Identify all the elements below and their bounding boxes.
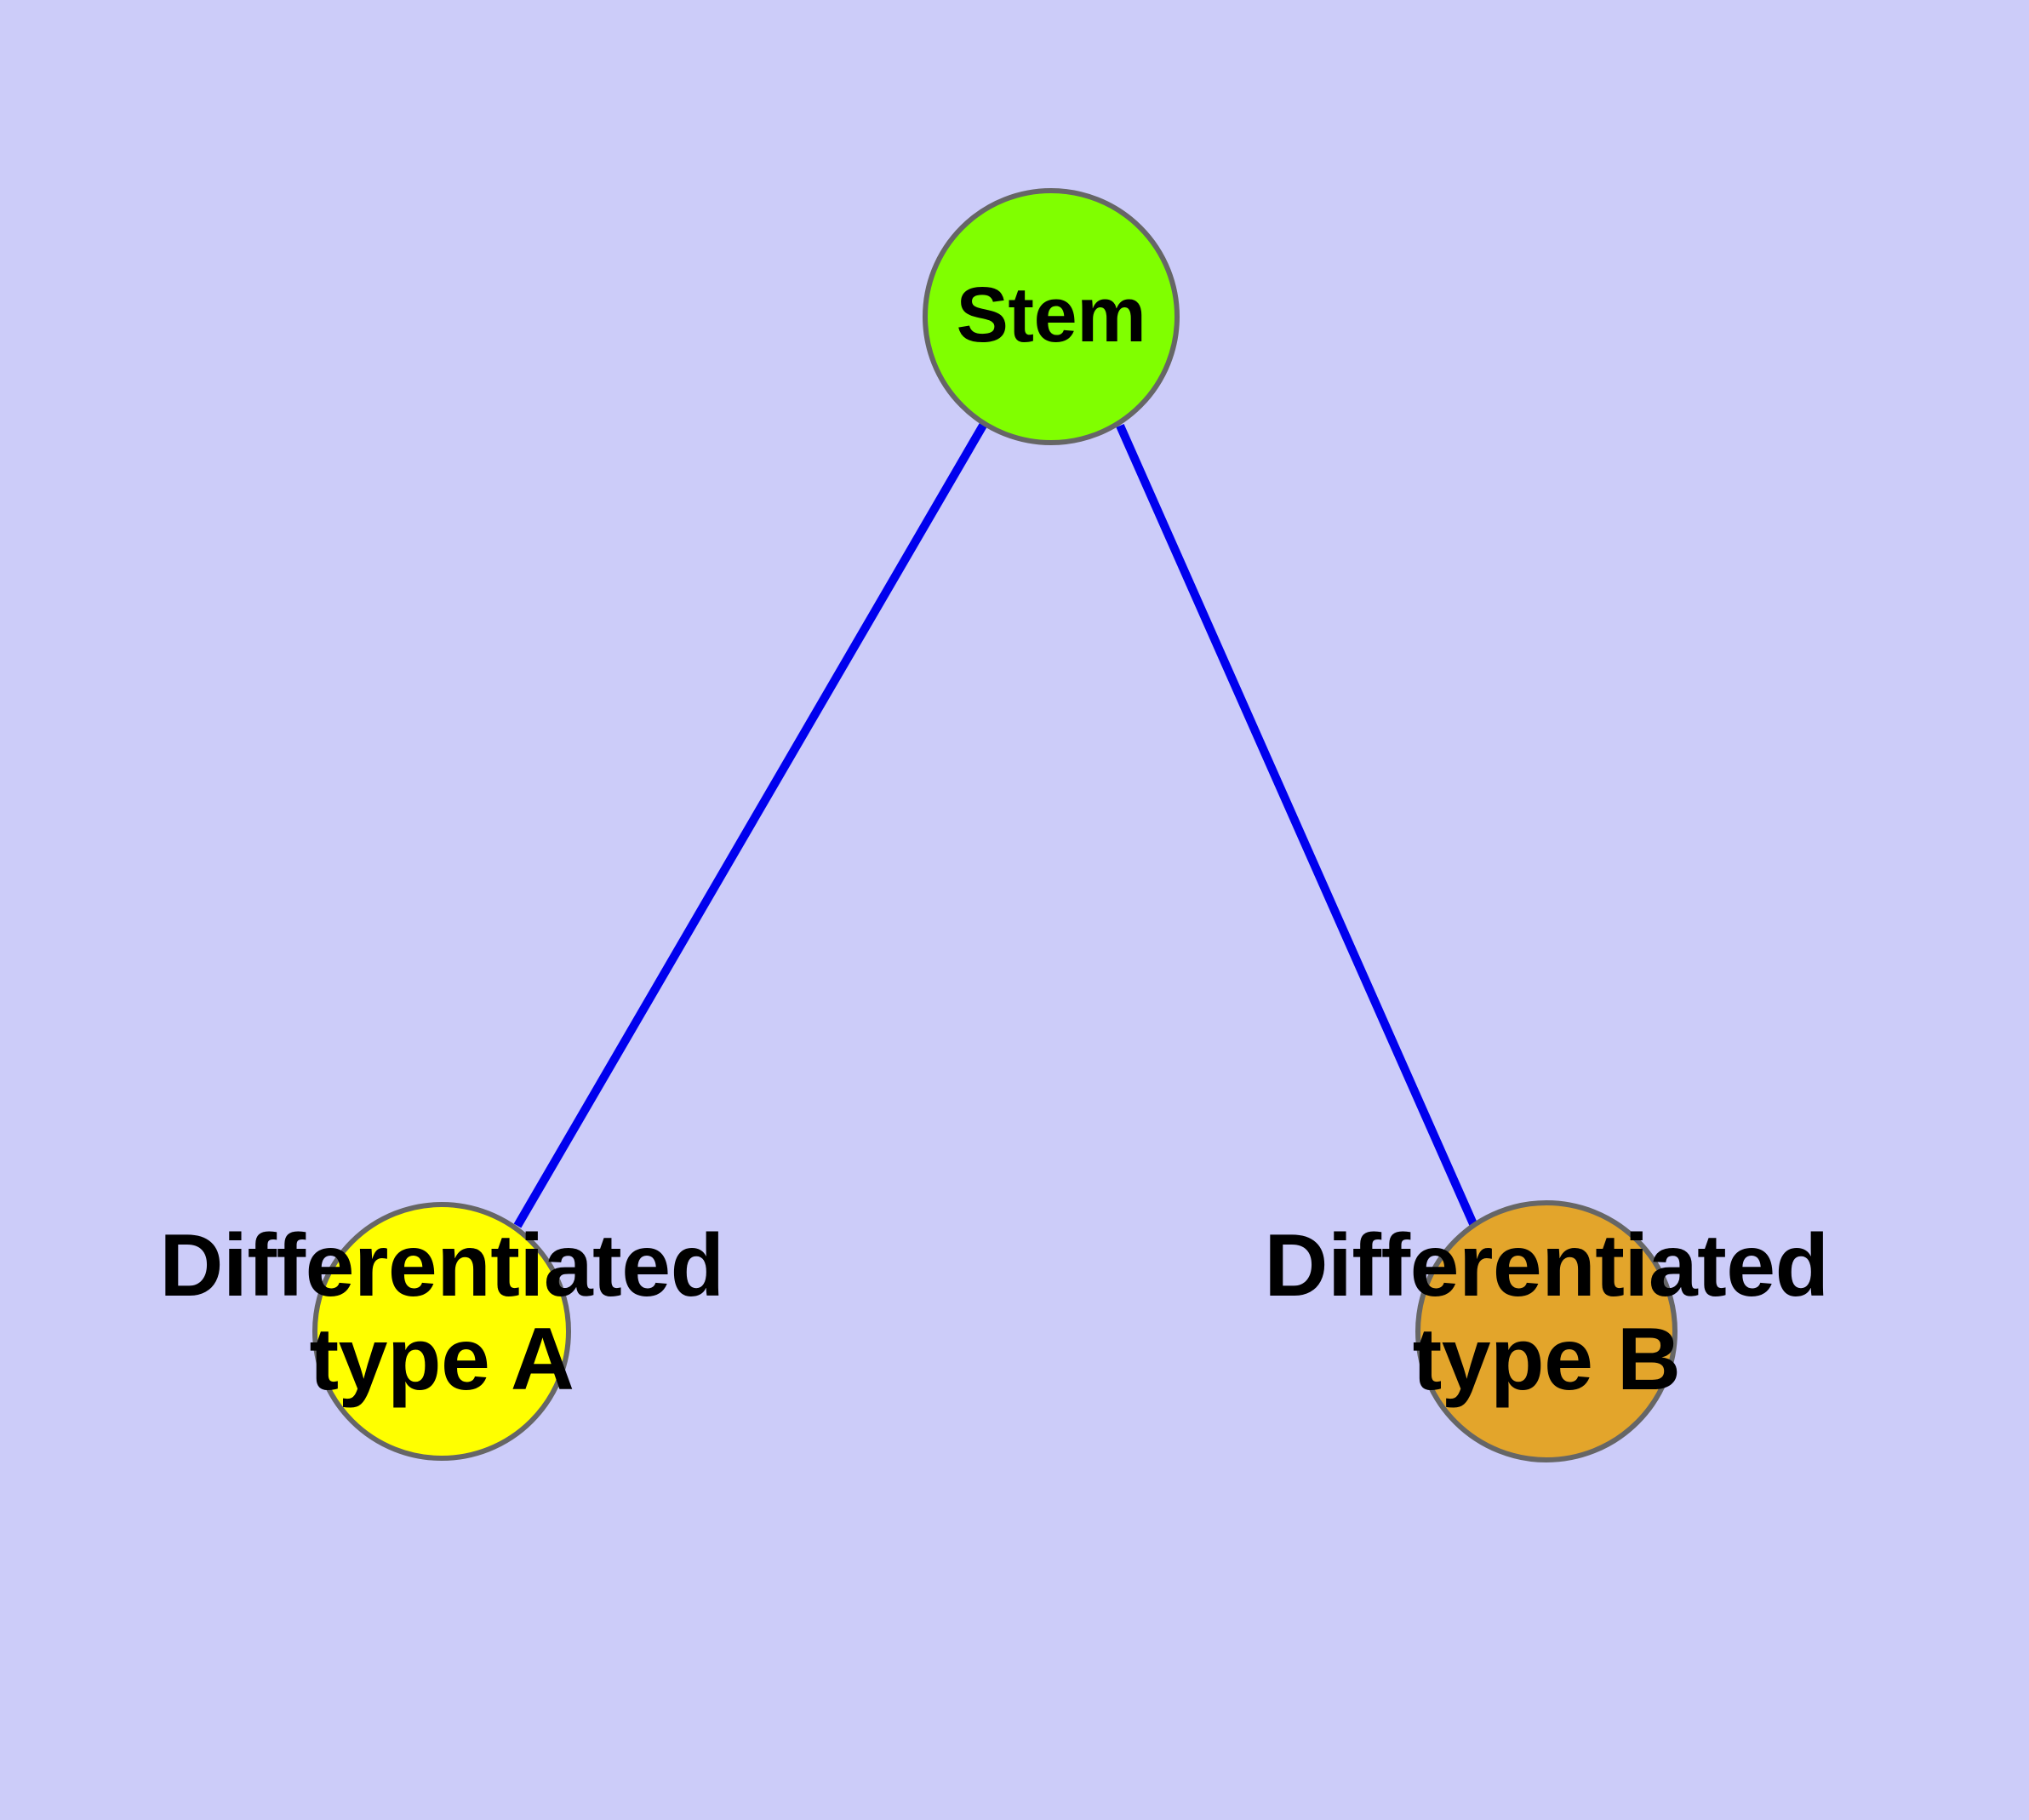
- edge-stem-to-differentiated-a[interactable]: [513, 421, 988, 1228]
- edge-stem-to-differentiated-b[interactable]: [1116, 423, 1478, 1228]
- node-layer: [312, 188, 1677, 1462]
- node-differentiated-type-a[interactable]: [312, 1202, 571, 1461]
- edge-layer: [513, 421, 1478, 1228]
- node-stem[interactable]: [923, 188, 1180, 445]
- node-differentiated-type-b[interactable]: [1415, 1200, 1677, 1462]
